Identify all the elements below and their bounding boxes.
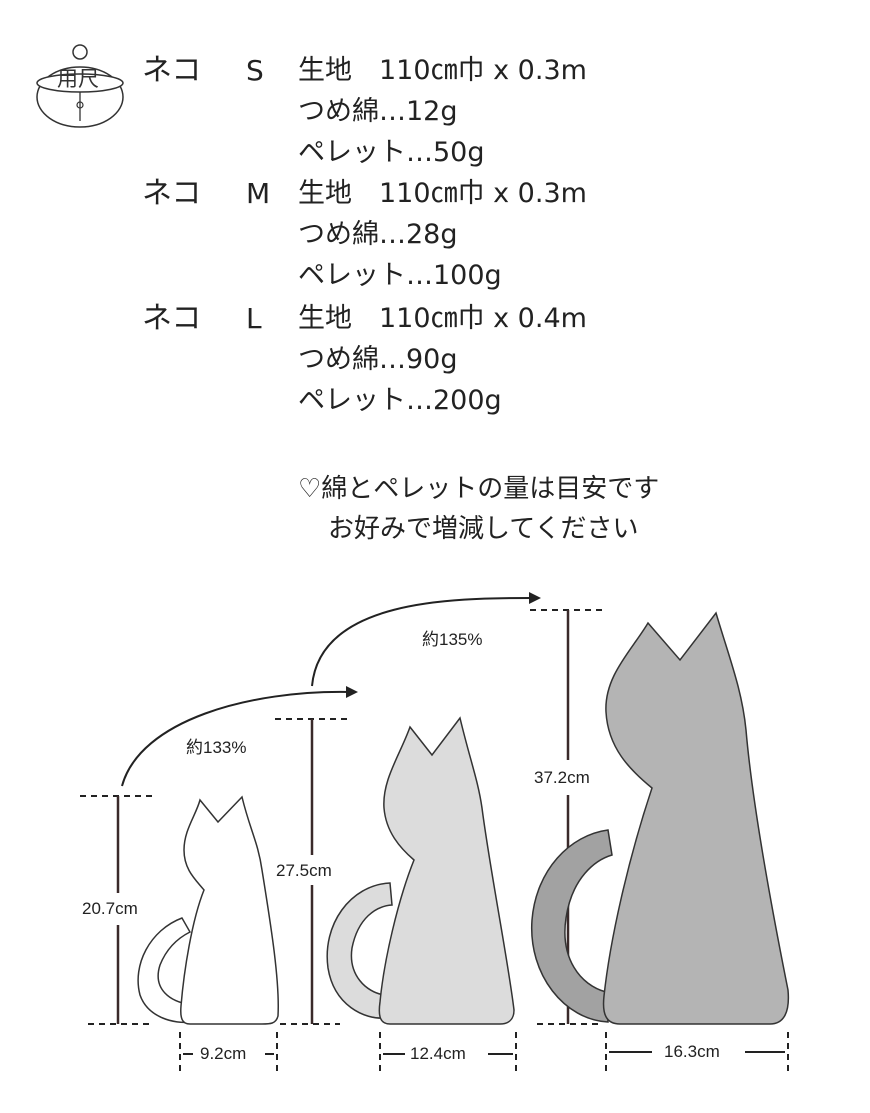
arrow-head-2 [529,592,541,604]
stuffing-m: つめ綿…28g [298,219,458,250]
cat-l-width: 16.3cm [664,1042,720,1061]
cat-l-label: ネコ [142,301,202,336]
pellets-l: ペレット…200g [298,385,502,416]
note-line-1: ♡綿とペレットの量は目安です [298,474,660,504]
width-lines [183,1051,785,1055]
stuffing-s: つめ綿…12g [298,96,458,127]
cat-s-width: 9.2cm [200,1044,247,1063]
size-s-label: S [246,54,264,87]
badge-label: 用尺 [57,67,99,91]
cat-s-label: ネコ [142,53,202,88]
cat-s-silhouette [137,795,280,1025]
cat-m-height: 27.5cm [276,861,332,880]
scale-ml-label: 約135% [422,630,483,649]
fabric-m: 生地 110㎝巾 x 0.3m [298,178,587,209]
cat-m-label: ネコ [142,176,202,211]
size-l-label: L [246,302,262,335]
fabric-l: 生地 110㎝巾 x 0.4m [298,303,587,334]
scale-arrows [121,597,533,787]
arrow-head-1 [346,686,358,698]
stuffing-l: つめ綿…90g [298,344,458,375]
note-line-2: お好みで増減してください [328,514,639,544]
scale-sm-label: 約133% [186,738,247,757]
cat-s-height: 20.7cm [82,899,138,918]
cat-l-height: 37.2cm [534,768,590,787]
cat-m-silhouette [326,716,515,1025]
pellets-m: ペレット…100g [298,260,502,291]
cat-l-silhouette [531,611,790,1025]
bell-icon [36,44,124,128]
size-m-label: M [246,177,271,210]
fabric-s: 生地 110㎝巾 x 0.3m [298,55,587,86]
pellets-s: ペレット…50g [298,137,485,168]
cat-m-width: 12.4cm [410,1044,466,1063]
